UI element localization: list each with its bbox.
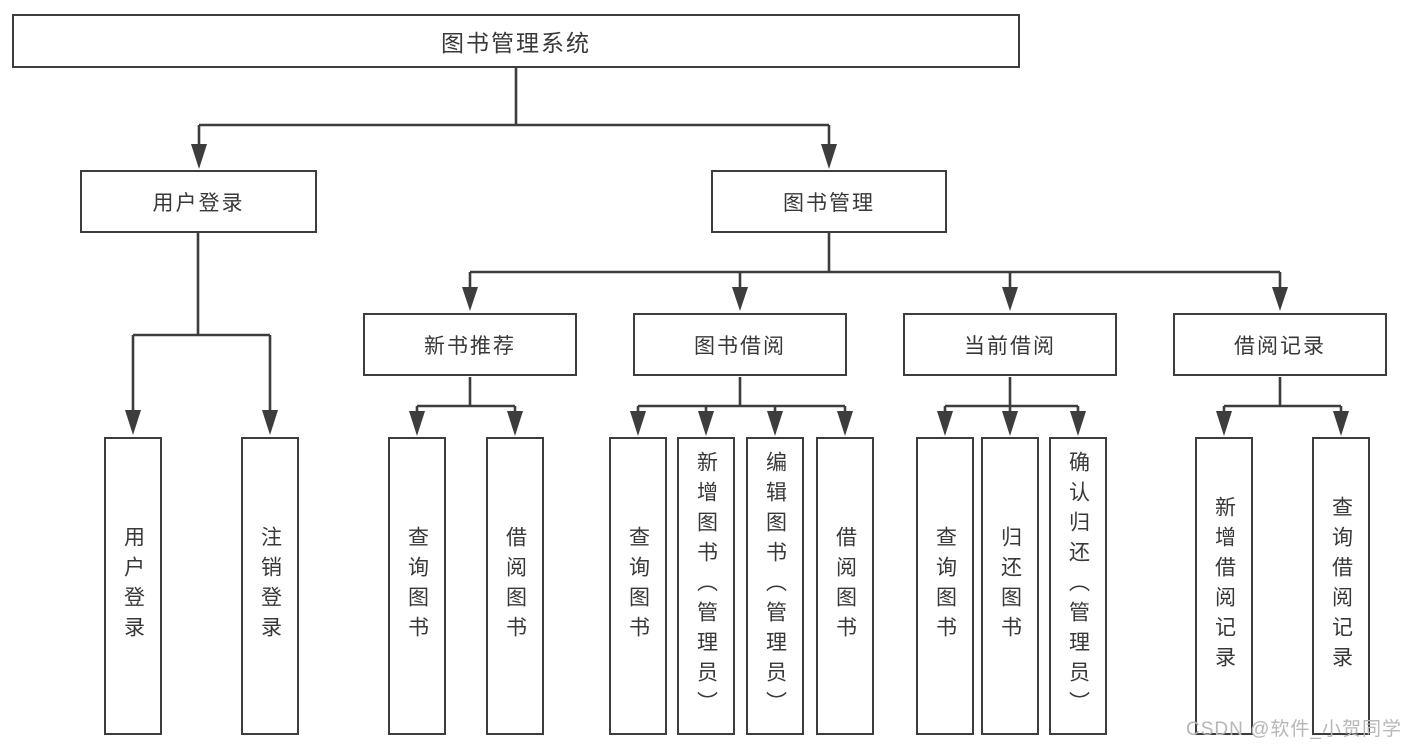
- node-root-label: 图书管理系统: [441, 30, 591, 56]
- node-borrow-records-label: 借阅记录: [1234, 334, 1326, 358]
- leaf-logout-label: 注销登录: [258, 526, 282, 646]
- node-book-management-label: 图书管理: [783, 191, 875, 215]
- node-current-borrow-label: 当前借阅: [964, 334, 1056, 358]
- leaf-query-books-borrow: 查询图书: [609, 437, 667, 735]
- node-user-login: 用户登录: [80, 170, 317, 233]
- leaf-add-borrow-record: 新增借阅记录: [1195, 437, 1253, 735]
- node-new-book-recommend: 新书推荐: [363, 313, 577, 376]
- leaf-query-books-recommend: 查询图书: [388, 437, 446, 735]
- node-book-management: 图书管理: [711, 170, 947, 233]
- leaf-logout: 注销登录: [241, 437, 299, 735]
- leaf-user-login: 用户登录: [104, 437, 162, 735]
- leaf-query-borrow-record: 查询借阅记录: [1312, 437, 1370, 735]
- leaf-return-books: 归还图书: [981, 437, 1039, 735]
- leaf-query-books-recommend-label: 查询图书: [405, 526, 429, 646]
- leaf-query-books-current: 查询图书: [916, 437, 974, 735]
- node-root: 图书管理系统: [12, 14, 1020, 68]
- leaf-add-books-admin-label: 新增图书（管理员）: [694, 451, 718, 721]
- leaf-borrow-books-label: 借阅图书: [833, 526, 857, 646]
- node-new-book-recommend-label: 新书推荐: [424, 334, 516, 358]
- leaf-add-books-admin: 新增图书（管理员）: [677, 437, 735, 735]
- leaf-query-books-borrow-label: 查询图书: [626, 526, 650, 646]
- leaf-return-books-label: 归还图书: [998, 526, 1022, 646]
- leaf-query-books-current-label: 查询图书: [933, 526, 957, 646]
- leaf-borrow-books-recommend-label: 借阅图书: [503, 526, 527, 646]
- leaf-edit-books-admin-label: 编辑图书（管理员）: [763, 451, 787, 721]
- leaf-confirm-return-admin: 确认归还（管理员）: [1049, 437, 1107, 735]
- leaf-query-borrow-record-label: 查询借阅记录: [1329, 496, 1353, 676]
- node-current-borrow: 当前借阅: [903, 313, 1117, 376]
- node-book-borrow: 图书借阅: [633, 313, 847, 376]
- leaf-edit-books-admin: 编辑图书（管理员）: [746, 437, 804, 735]
- leaf-borrow-books-recommend: 借阅图书: [486, 437, 544, 735]
- leaf-add-borrow-record-label: 新增借阅记录: [1212, 496, 1236, 676]
- node-user-login-label: 用户登录: [152, 191, 245, 215]
- node-borrow-records: 借阅记录: [1173, 313, 1387, 376]
- node-book-borrow-label: 图书借阅: [694, 334, 786, 358]
- csdn-watermark: CSDN @软件_小贺同学: [1186, 719, 1402, 740]
- leaf-borrow-books: 借阅图书: [816, 437, 874, 735]
- leaf-user-login-label: 用户登录: [121, 526, 145, 646]
- leaf-confirm-return-admin-label: 确认归还（管理员）: [1066, 451, 1090, 721]
